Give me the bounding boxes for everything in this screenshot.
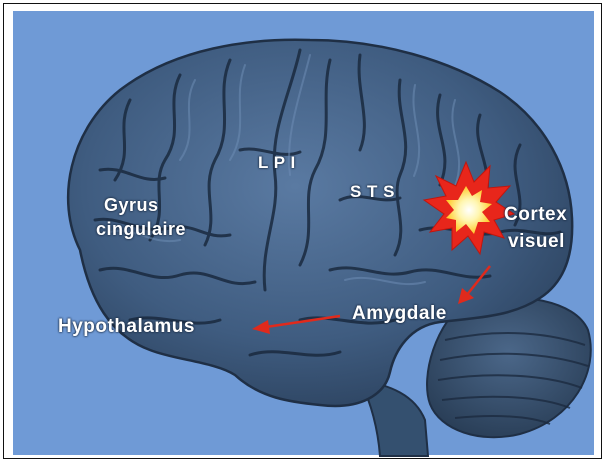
label-hypothalamus: Hypothalamus bbox=[58, 316, 195, 338]
label-sts: S T S bbox=[350, 182, 395, 202]
label-cortex: Cortex bbox=[504, 204, 567, 226]
label-lpi: L P I bbox=[258, 153, 296, 173]
label-visuel: visuel bbox=[508, 231, 565, 253]
label-cingulaire: cingulaire bbox=[96, 219, 186, 240]
label-gyrus: Gyrus bbox=[104, 195, 159, 216]
label-amygdale: Amygdale bbox=[352, 303, 447, 325]
